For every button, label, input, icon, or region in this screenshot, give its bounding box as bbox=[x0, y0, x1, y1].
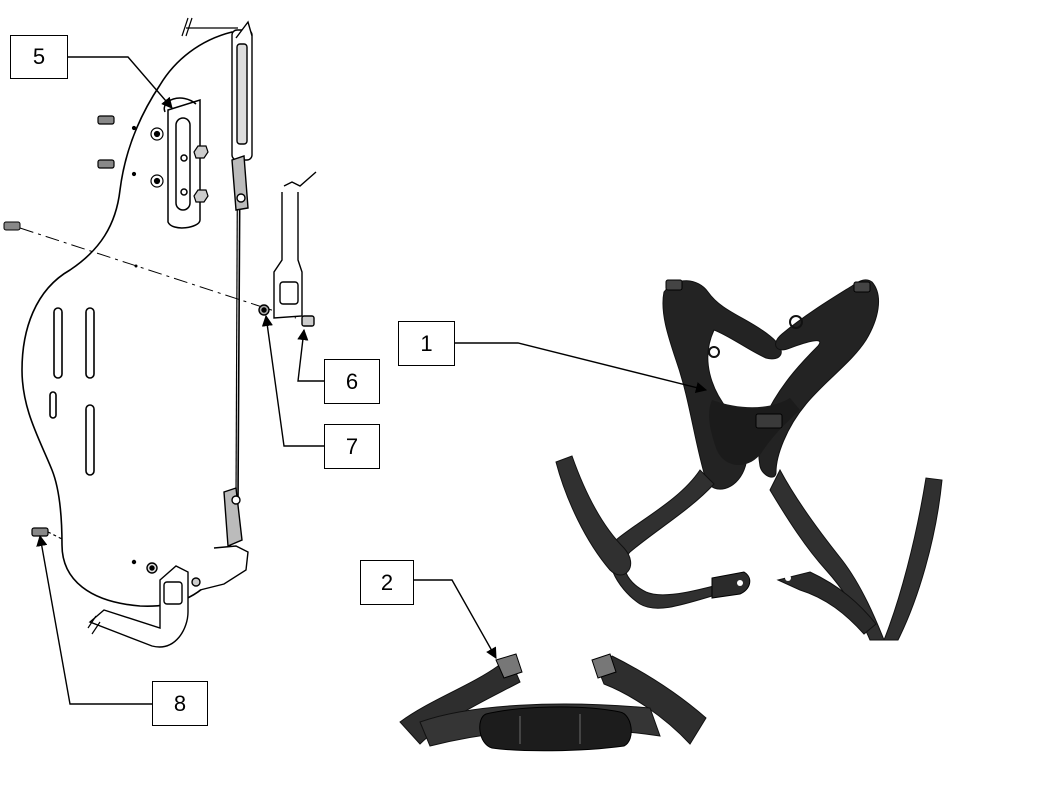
callout-6: 6 bbox=[324, 359, 380, 404]
lower-bracket bbox=[87, 487, 249, 648]
leader-line-2 bbox=[414, 579, 497, 659]
leader-line-8 bbox=[36, 534, 152, 705]
callout-8: 8 bbox=[152, 681, 208, 726]
seat-back-panel bbox=[21, 17, 241, 607]
upper-hardware bbox=[97, 115, 209, 203]
callout-5: 5 bbox=[10, 35, 68, 79]
callout-1: 1 bbox=[398, 321, 455, 366]
leader-line-5 bbox=[68, 56, 173, 109]
callout-2: 2 bbox=[360, 560, 414, 605]
shoulder-harness bbox=[555, 279, 943, 641]
mounting-axis bbox=[3, 221, 297, 319]
callout-7: 7 bbox=[324, 424, 380, 469]
leader-line-6 bbox=[297, 328, 324, 382]
mounting-bracket bbox=[258, 171, 317, 327]
hip-belt bbox=[399, 653, 707, 752]
height-adjust-bracket bbox=[163, 97, 201, 229]
leader-line-7 bbox=[261, 314, 324, 447]
upper-strap-mount bbox=[231, 20, 253, 211]
leader-lines bbox=[36, 56, 708, 705]
lower-hardware bbox=[31, 527, 65, 541]
leader-line-1 bbox=[455, 342, 708, 393]
